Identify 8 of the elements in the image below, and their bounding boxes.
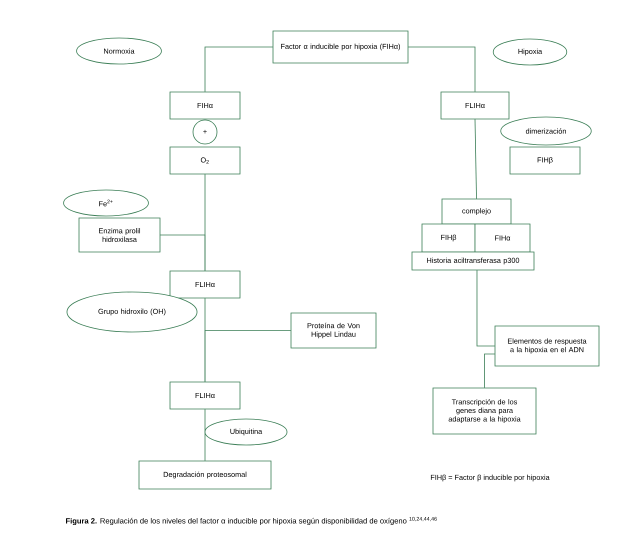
- connector-line: [484, 354, 496, 388]
- connector-line: [476, 270, 496, 346]
- connector-line: [204, 408, 206, 462]
- connector-line: [474, 118, 477, 200]
- connector-line: [204, 46, 274, 92]
- connector-line: [160, 234, 206, 272]
- connector-line: [408, 46, 476, 92]
- connector-line: [204, 330, 292, 382]
